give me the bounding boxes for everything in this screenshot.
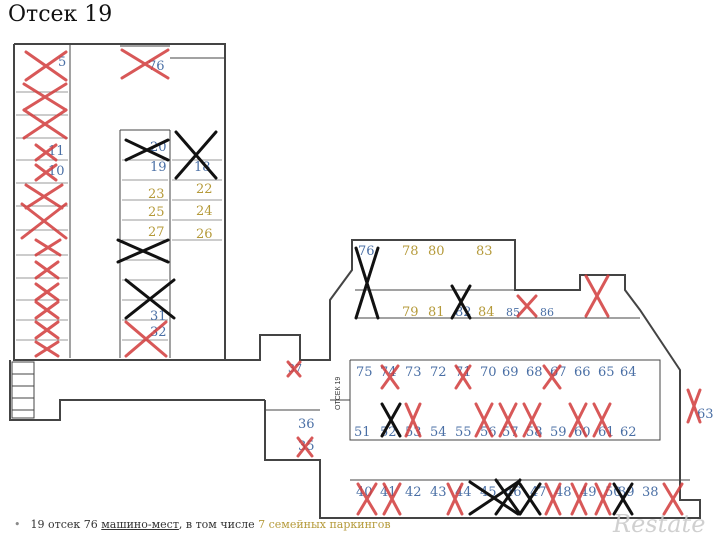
spot-number: 27 [148,225,165,240]
spot-number: 69 [502,365,519,380]
spot-number: 66 [574,365,591,380]
spot-number: 84 [478,305,495,320]
spot-number: 26 [196,227,213,242]
footer-text-2: машино-мест [101,518,179,531]
spot-number: 59 [550,425,567,440]
spot-number: 52 [380,425,397,440]
spot-number: 73 [405,365,422,380]
spot-number: 83 [476,244,493,259]
spot-number: 24 [196,204,213,219]
spot-number: 86 [540,306,554,319]
spot-number: 63 [697,407,714,422]
spot-number: 70 [480,365,497,380]
footer-note: • 19 отсек 76 машино-мест, в том числе 7 … [14,518,391,531]
spot-number: 22 [196,182,213,197]
spot-number: 47 [530,485,547,500]
spot-number: 58 [526,425,543,440]
spot-number: 36 [298,417,315,432]
spot-number: 51 [354,425,371,440]
spot-number: 80 [428,244,445,259]
spot-number: 72 [430,365,447,380]
walls [9,43,701,519]
spot-number: 42 [405,485,422,500]
spot-number: 81 [428,305,445,320]
spot-number: 64 [620,365,637,380]
spot-number: 54 [430,425,447,440]
spot-number: 31 [150,309,167,324]
slot-dividers [16,91,222,341]
page-title: Отсек 19 [8,2,113,27]
bullet: • [14,518,21,531]
stairwell [11,361,35,419]
spot-number: 76 [148,59,165,74]
spot-number: 65 [598,365,615,380]
spot-number: 76 [358,244,375,259]
spot-number: 43 [430,485,447,500]
spot-number: 55 [455,425,472,440]
spot-number: 38 [642,485,659,500]
spot-number: 19 [150,160,167,175]
spot-number: 85 [506,306,520,319]
spot-number: 78 [402,244,419,259]
spot-numbers: 5 76 11 10 20 19 18 23 22 25 24 27 26 31… [48,55,714,500]
footer-text-1: 19 отсек 76 [30,518,102,531]
watermark: Restate [613,510,706,538]
sold-markers-black [116,130,634,516]
spot-number: 5 [58,55,66,70]
spot-number: 75 [356,365,373,380]
spot-number: 32 [150,325,167,340]
spot-number: 25 [148,205,165,220]
spot-number: 68 [526,365,543,380]
spot-number: 57 [502,425,519,440]
spot-number: 79 [402,305,419,320]
spot-number: 18 [194,160,211,175]
footer-text-3: , в том числе [178,518,259,531]
sold-markers-red [20,48,702,516]
footer-family-count: 7 семейных паркингов [258,518,391,531]
spot-number: 62 [620,425,637,440]
section-label: ОТСЕК 19 [335,377,342,410]
spot-number: 23 [148,187,165,202]
